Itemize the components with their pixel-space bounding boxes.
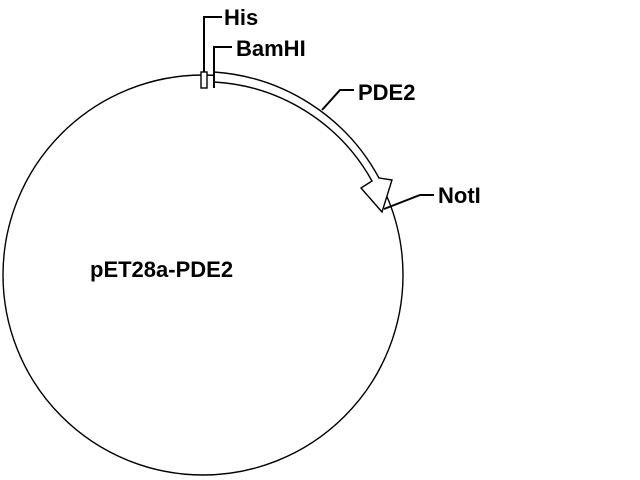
his-leader-line (203, 16, 222, 72)
pde2-gene-arrow (213, 71, 393, 214)
his-tag-box (200, 71, 208, 89)
his-label: His (224, 5, 258, 30)
bamhi-label: BamHI (236, 36, 306, 61)
pde2-label: PDE2 (358, 80, 415, 105)
pde2-leader-line (321, 89, 354, 111)
noti-leader-line (383, 194, 434, 210)
bamhi-leader-line (213, 46, 232, 88)
noti-label: NotI (438, 183, 481, 208)
plasmid-name: pET28a-PDE2 (90, 257, 233, 282)
